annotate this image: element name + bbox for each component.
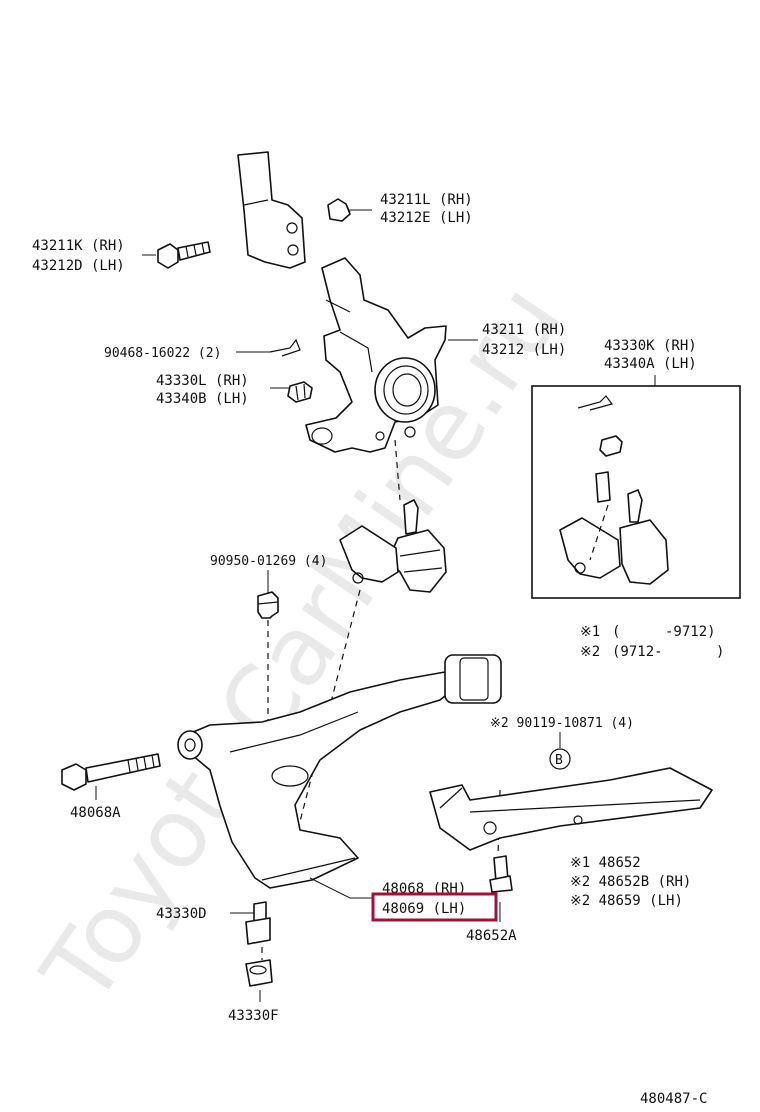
callout-nut-left-lh: 43340B (LH) bbox=[156, 391, 249, 407]
callout-nut-ball: 90950-01269 (4) bbox=[210, 554, 327, 569]
callout-knuckle-rh: 43211 (RH) bbox=[482, 322, 566, 338]
callout-bolt-top-right-lh: 43212E (LH) bbox=[380, 210, 473, 226]
callout-bushing-d: 43330D bbox=[156, 906, 207, 922]
note2-mark: ※2 bbox=[580, 644, 600, 660]
bolt-icon bbox=[157, 241, 211, 269]
callout-brace-1: ※1 48652 bbox=[570, 855, 641, 871]
bolt-icon bbox=[489, 855, 513, 893]
note2-range: (9712- bbox=[612, 644, 663, 660]
callout-bolt-left-rh: 43211K (RH) bbox=[32, 238, 125, 254]
marker-b-label: B bbox=[555, 753, 563, 768]
watermark: ToyotaCarMine.ru bbox=[21, 265, 583, 1024]
ball-joint-assembly-box bbox=[531, 385, 741, 599]
bushing-icon bbox=[245, 959, 273, 987]
castle-nut-icon bbox=[287, 381, 313, 403]
diagram-id: 480487-C bbox=[640, 1091, 707, 1107]
bushing-icon bbox=[245, 901, 271, 945]
callout-cotter-pin: 90468-16022 (2) bbox=[104, 346, 221, 361]
highlight-box bbox=[371, 892, 498, 922]
cotter-pin-icon bbox=[269, 338, 301, 357]
marker-b-icon bbox=[549, 748, 571, 770]
lower-control-arm-icon bbox=[177, 654, 502, 889]
brace-icon bbox=[429, 767, 713, 851]
callout-bolt-brace: 48652A bbox=[466, 928, 517, 944]
callout-arm-lh: 48069 (LH) bbox=[382, 901, 466, 917]
note1-range: -9712) bbox=[665, 624, 716, 640]
ball-joint-icon bbox=[339, 499, 447, 593]
note2-close: ) bbox=[716, 644, 724, 660]
note1-open: ( bbox=[612, 624, 620, 640]
callout-bolt-top-right-rh: 43211L (RH) bbox=[380, 192, 473, 208]
callout-bushing-f: 43330F bbox=[228, 1008, 279, 1024]
nut-icon bbox=[327, 198, 351, 222]
steering-knuckle-icon bbox=[305, 257, 447, 453]
callout-brace-2: ※2 48652B (RH) bbox=[570, 874, 691, 890]
callout-bolt-left-lh: 43212D (LH) bbox=[32, 258, 125, 274]
leader-lines bbox=[95, 209, 656, 1002]
callout-knuckle-lh: 43212 (LH) bbox=[482, 342, 566, 358]
strut-icon bbox=[237, 151, 306, 269]
callout-ball-joint-lh: 43340A (LH) bbox=[604, 356, 697, 372]
callout-bolt-arm: 48068A bbox=[70, 805, 121, 821]
callout-nut-left-rh: 43330L (RH) bbox=[156, 373, 249, 389]
callout-bolt-b: ※2 90119-10871 (4) bbox=[490, 716, 634, 731]
ball-joint-assembly-icon bbox=[559, 395, 669, 585]
long-bolt-icon bbox=[61, 753, 161, 791]
callout-brace-3: ※2 48659 (LH) bbox=[570, 893, 683, 909]
callout-ball-joint-rh: 43330K (RH) bbox=[604, 338, 697, 354]
note1-mark: ※1 bbox=[580, 624, 600, 640]
nut-icon bbox=[257, 591, 279, 619]
